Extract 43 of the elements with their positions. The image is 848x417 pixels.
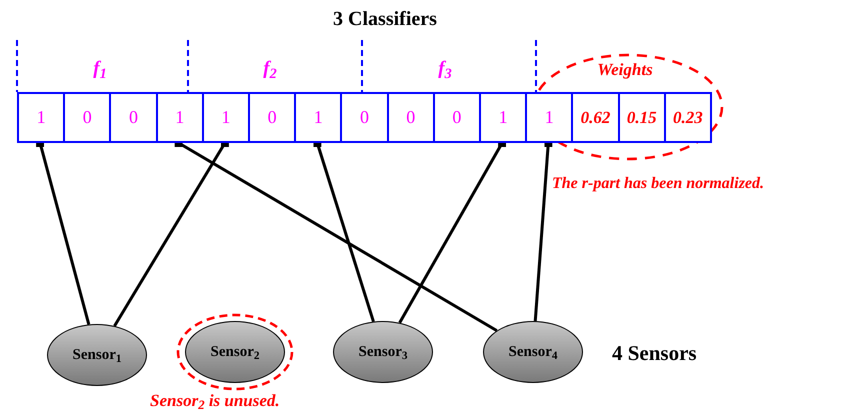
bit-value: 0: [268, 106, 277, 129]
group-label: f$_{2}$: [262, 57, 278, 84]
bit-cell: [386, 92, 435, 143]
count-label: 4 Sensors: [612, 340, 698, 367]
sensor-name: Sensor$_{3}$: [358, 342, 408, 364]
group-label: f$_{3}$: [437, 57, 453, 84]
bit-value: 0: [128, 106, 138, 129]
sensor-name: Sensor$_{2}$: [210, 342, 260, 364]
bit-value: 0: [82, 106, 92, 129]
group-label: f$_{1}$: [92, 57, 108, 84]
weights-label: Weights: [596, 59, 654, 81]
bit-value: 1: [36, 106, 46, 129]
bit-cell: [432, 92, 481, 143]
bit-value: 1: [498, 106, 508, 129]
weight-value: 0.62: [580, 106, 610, 129]
bit-value: 0: [406, 106, 416, 129]
weight-value: 0.15: [626, 106, 657, 129]
sensor-ellipse: [185, 321, 285, 383]
bit-cell: [202, 92, 250, 143]
bit-value: 0: [360, 106, 369, 129]
heading: 3 Classifiers: [332, 7, 438, 32]
sensor-name: Sensor$_{1}$: [72, 346, 122, 366]
note-text: Sensor$_{2}$ is unused.: [150, 390, 281, 414]
bit-value: 1: [175, 106, 184, 129]
sensor-name: Sensor$_{4}$: [508, 342, 558, 364]
bit-cell: [340, 92, 389, 143]
bit-value: 0: [452, 106, 462, 129]
bit-cell: [479, 92, 528, 143]
bit-cell: [156, 92, 204, 143]
bit-cell: [63, 92, 112, 143]
bit-value: 1: [544, 106, 554, 129]
note-text: The r-part has been normalized.: [552, 174, 766, 194]
bit-cell: [248, 92, 296, 143]
bit-cell: [294, 92, 342, 143]
bit-cell: [525, 92, 574, 143]
bit-value: 1: [314, 106, 323, 129]
bit-cell: [17, 92, 66, 143]
weight-cell: [571, 92, 620, 143]
bit-value: 1: [221, 106, 230, 129]
weight-value: 0.23: [673, 106, 703, 129]
weight-cell: [664, 92, 712, 143]
weight-cell: [618, 92, 666, 143]
bit-cell: [109, 92, 158, 143]
